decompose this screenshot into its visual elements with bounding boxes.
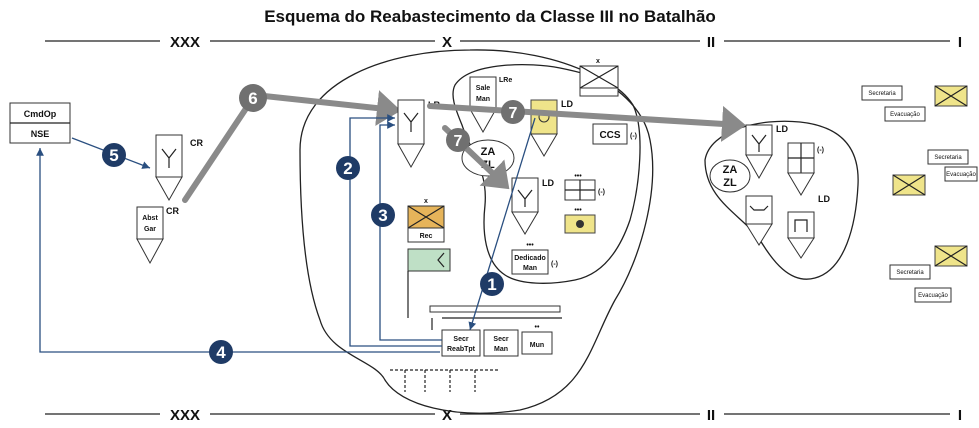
marker-4: 4 xyxy=(209,340,233,364)
marker-3: 3 xyxy=(371,203,395,227)
top-boundary-xxx: XXX xyxy=(170,34,200,51)
yellow-dots-box: ••• xyxy=(564,207,596,234)
marker-1: 1 xyxy=(480,272,504,296)
secr-man-line1: Secr xyxy=(493,336,508,343)
dedicado-label: Dedicado xyxy=(514,255,546,262)
ld-label-1: LD xyxy=(561,99,573,109)
rec-unit-echelon: x xyxy=(424,198,428,205)
marker-7a: 7 xyxy=(501,100,525,124)
green-flag-unit xyxy=(407,248,451,318)
yellow-dots-echelon: ••• xyxy=(574,207,582,214)
diagram-title: Esquema do Reabastecimento da Classe III… xyxy=(264,7,716,26)
za-label-right: ZA xyxy=(723,164,738,176)
nse-label: NSE xyxy=(31,129,50,139)
man-label: Man xyxy=(476,96,490,103)
ccs-label: CCS xyxy=(599,130,620,141)
lr-supply-point: LR xyxy=(397,99,440,169)
far-right-group-1: Secretaria Evacuação xyxy=(861,85,968,122)
dedicado-echelon: ••• xyxy=(526,242,534,249)
marker-6-label: 6 xyxy=(248,89,257,108)
top-unit-echelon: x xyxy=(596,58,600,65)
gar-label: Gar xyxy=(144,226,156,233)
secr-reabtpt-line1: Secr xyxy=(453,336,468,343)
rec-label: Rec xyxy=(420,233,433,240)
ld-label-2: LD xyxy=(542,178,554,188)
marker-2: 2 xyxy=(336,156,360,180)
far-right-1a: Secretaria xyxy=(868,91,896,97)
ld-yellow-unit: LD xyxy=(530,99,573,157)
ld-unit-center: LD xyxy=(511,177,554,235)
cmdop-box: CmdOp NSE xyxy=(9,102,71,144)
marker-4-label: 4 xyxy=(216,343,226,362)
abst-label: Abst xyxy=(142,215,158,222)
far-right-3b: Evacuação xyxy=(918,293,948,299)
za-label: ZA xyxy=(481,146,496,158)
dedicado-man-label: Man xyxy=(523,265,537,272)
ccs-suffix: (-) xyxy=(630,133,637,140)
dedicado-man-box: ••• Dedicado Man (-) xyxy=(511,242,558,275)
far-right-group-3: Secretaria Evacuação xyxy=(889,245,968,303)
cross-unit-box: ••• (-) xyxy=(564,173,605,201)
marker-7b-label: 7 xyxy=(454,133,463,150)
flow-3-line xyxy=(379,121,442,341)
cross-unit-echelon: ••• xyxy=(574,173,582,180)
marker-5: 5 xyxy=(102,143,126,167)
flow-7-line-right xyxy=(427,103,746,142)
secr-reabtpt-line2: ReabTpt xyxy=(447,346,476,353)
marker-7a-label: 7 xyxy=(509,105,518,122)
ld-label-3: LD xyxy=(776,124,788,134)
cmdop-label: CmdOp xyxy=(24,109,57,119)
rec-unit: x Rec xyxy=(407,198,445,243)
flow-6-line xyxy=(182,90,401,203)
right-cross-suffix: (-) xyxy=(817,147,824,154)
cr-label: CR xyxy=(190,138,203,148)
lre-label: LRe xyxy=(499,77,512,84)
ccs-box: CCS (-) xyxy=(592,123,637,145)
top-boundary-i: I xyxy=(958,34,962,51)
bottom-boundary-x: X xyxy=(442,407,452,424)
cross-unit-suffix: (-) xyxy=(598,189,605,196)
bottom-boundary-xxx: XXX xyxy=(170,407,200,424)
cr2-label: CR xyxy=(166,206,179,216)
marker-3-label: 3 xyxy=(378,206,387,225)
flow-1-line xyxy=(468,117,536,331)
flow-2-line xyxy=(349,114,442,347)
far-right-3a: Secretaria xyxy=(896,270,924,276)
right-area-units: LD (-) ZA ZL LD xyxy=(709,124,830,259)
company-area xyxy=(704,120,859,280)
marker-1-label: 1 xyxy=(487,275,496,294)
marker-2-label: 2 xyxy=(343,159,352,178)
top-unit-box: x xyxy=(579,58,619,97)
marker-7b: 7 xyxy=(446,128,470,152)
far-right-group-2: Secretaria Evacuação xyxy=(892,149,978,196)
far-right-2b: Evacuação xyxy=(946,172,976,178)
far-right-2a: Secretaria xyxy=(934,155,962,161)
bottom-boundary-i: I xyxy=(958,407,962,424)
mun-label: Mun xyxy=(530,342,544,349)
mun-echelon: •• xyxy=(535,324,540,331)
bottom-boxes: Secr ReabTpt Secr Man Mun •• xyxy=(390,305,562,392)
far-right-1b: Evacuação xyxy=(890,112,920,118)
bottom-boundary-ii: II xyxy=(707,407,715,424)
marker-6: 6 xyxy=(239,84,267,112)
brigade-area xyxy=(299,49,654,414)
abst-gar-unit: Abst Gar CR xyxy=(136,206,179,265)
zl-label-right: ZL xyxy=(723,177,737,189)
top-boundary-ii: II xyxy=(707,34,715,51)
ld-label-4: LD xyxy=(818,194,830,204)
top-boundary-x: X xyxy=(442,34,452,51)
secr-man-line2: Man xyxy=(494,346,508,353)
sale-label: Sale xyxy=(476,85,491,92)
cr-supply-point: CR xyxy=(155,134,203,202)
top-boundary: XXX X II I xyxy=(45,34,962,51)
flow-4-line xyxy=(36,148,440,353)
bottom-boundary: XXX X II I xyxy=(45,407,962,424)
dedicado-suffix: (-) xyxy=(551,261,558,268)
marker-5-label: 5 xyxy=(109,146,118,165)
